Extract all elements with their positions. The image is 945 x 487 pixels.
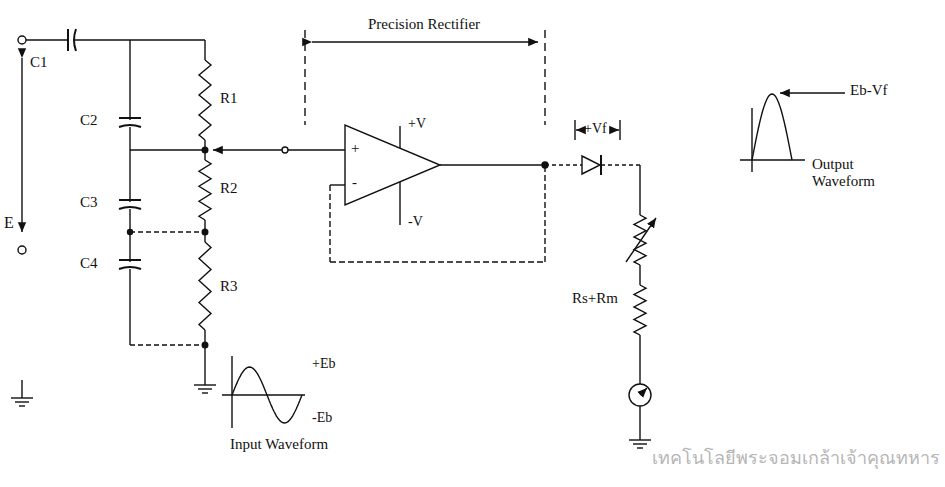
resistor-symbol xyxy=(634,285,646,335)
part-name: C2 xyxy=(80,112,98,129)
junction-dot xyxy=(202,147,208,153)
axis xyxy=(222,394,305,395)
terminal xyxy=(282,147,288,153)
caption-label: Input Waveform xyxy=(230,436,328,453)
meter-symbol xyxy=(629,384,651,406)
capacitor-plate xyxy=(119,125,141,127)
wire xyxy=(130,149,205,150)
part-name: C1 xyxy=(30,54,48,71)
part-name: C4 xyxy=(80,255,98,272)
capacitor-plate xyxy=(67,29,69,51)
input-sign: - xyxy=(352,174,357,191)
wire xyxy=(330,184,345,185)
capacitor-plate xyxy=(119,267,141,269)
signal-name: E xyxy=(4,214,14,232)
bracket-line xyxy=(544,30,545,125)
watermark: เทคโนโลยีพระจอมเกล้าเจ้าคุณทหาร xyxy=(652,448,940,469)
ground-symbol xyxy=(633,443,647,444)
input-sign: + xyxy=(351,140,359,157)
ground-symbol xyxy=(19,405,25,406)
part-name: R1 xyxy=(220,90,238,107)
amplitude-label: +Eb xyxy=(312,356,335,372)
wire xyxy=(639,265,640,285)
wire xyxy=(130,231,205,232)
junction-dot xyxy=(202,229,208,235)
bracket-arrow xyxy=(312,41,538,42)
wire xyxy=(639,165,640,215)
wire xyxy=(288,149,345,150)
wiper-arrow xyxy=(213,149,282,150)
amplitude-label: -Eb xyxy=(312,410,332,426)
supply-lead xyxy=(399,182,400,225)
wire xyxy=(130,344,205,345)
wire xyxy=(129,209,130,262)
capacitor-plate xyxy=(119,259,141,261)
caption-label: Output Waveform xyxy=(812,156,890,191)
meter-needle xyxy=(640,388,647,395)
bracket-arrow xyxy=(576,129,583,130)
wire xyxy=(26,39,67,40)
amplitude-label: Eb-Vf xyxy=(850,82,888,99)
axis xyxy=(751,108,752,172)
part-name: R3 xyxy=(220,278,238,295)
variable-arrow xyxy=(626,218,656,262)
resistors xyxy=(199,60,646,335)
capacitors xyxy=(119,118,141,269)
ground-symbol xyxy=(11,397,33,398)
opamp-symbol xyxy=(345,125,440,205)
resistor-symbol xyxy=(199,60,211,140)
junction-dot xyxy=(202,342,208,348)
resistor-symbol xyxy=(199,160,211,220)
wire xyxy=(639,335,640,384)
half-sine-wave xyxy=(752,94,792,160)
diode-symbol xyxy=(582,156,600,174)
ground-symbol xyxy=(198,388,212,389)
bracket-line xyxy=(304,30,305,125)
voltage-label: +Vf xyxy=(584,121,607,137)
supply-label: +V xyxy=(408,116,426,132)
wire xyxy=(330,261,545,262)
capacitor-plate xyxy=(119,199,141,201)
terminal xyxy=(18,246,26,254)
capacitor-plate xyxy=(119,117,141,119)
ground-symbols xyxy=(11,385,651,448)
resistor-symbol xyxy=(199,242,211,330)
axis xyxy=(740,159,805,160)
wire xyxy=(329,185,330,262)
ground-symbol xyxy=(637,447,643,448)
leader-arrow xyxy=(780,92,845,93)
bracket-tick xyxy=(574,120,575,140)
part-name: Rs+Rm xyxy=(572,290,618,307)
wire xyxy=(129,127,130,202)
sine-wave xyxy=(232,367,302,423)
terminal xyxy=(18,36,26,44)
block-title: Precision Rectifier xyxy=(368,16,480,33)
ground-symbol xyxy=(202,392,208,393)
part-name: C3 xyxy=(80,194,98,211)
wire xyxy=(204,40,205,60)
bracket-arrow xyxy=(612,129,619,130)
wire xyxy=(21,380,22,398)
part-name: R2 xyxy=(220,180,238,197)
wire xyxy=(74,39,205,40)
wire xyxy=(639,406,640,440)
wire xyxy=(204,330,205,385)
wire xyxy=(129,40,130,120)
bracket-tick xyxy=(619,120,620,140)
voltage-arrow xyxy=(21,58,22,232)
capacitor-plate xyxy=(119,207,141,209)
wire xyxy=(440,164,545,165)
supply-lead xyxy=(399,126,400,148)
wire xyxy=(544,165,545,262)
wire xyxy=(129,269,130,345)
wire xyxy=(601,164,640,165)
wire xyxy=(545,164,582,165)
junction-dot xyxy=(128,230,133,235)
resistor-symbol xyxy=(634,215,646,265)
ground-symbol xyxy=(15,401,29,402)
supply-label: -V xyxy=(408,214,423,230)
